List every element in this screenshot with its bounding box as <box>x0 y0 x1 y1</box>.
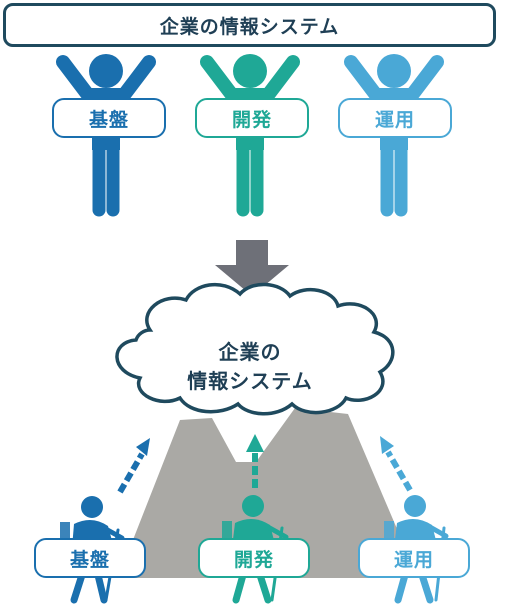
page-title: 企業の情報システム <box>159 15 340 38</box>
label-kiban-top: 基盤 <box>52 98 166 138</box>
label-kaihatsu-bottom: 開発 <box>198 538 310 578</box>
cloud-label: 企業の 情報システム <box>150 338 350 396</box>
label-kaihatsu-top: 開発 <box>195 98 309 138</box>
label-unyou-top: 運用 <box>338 98 452 138</box>
cloud-label-line1: 企業の <box>218 340 282 364</box>
down-arrow-icon <box>215 240 289 296</box>
title-box: 企業の情報システム <box>3 3 496 47</box>
label-kiban-bottom: 基盤 <box>34 538 146 578</box>
arrow-kiban-up <box>117 438 150 494</box>
arrow-kaihatsu-up <box>246 434 264 488</box>
label-unyou-bottom: 運用 <box>358 538 470 578</box>
cloud-label-line2: 情報システム <box>187 369 313 393</box>
mountain-shape <box>118 408 418 578</box>
arrow-unyou-up <box>380 436 413 492</box>
cloud-shape <box>115 282 395 416</box>
